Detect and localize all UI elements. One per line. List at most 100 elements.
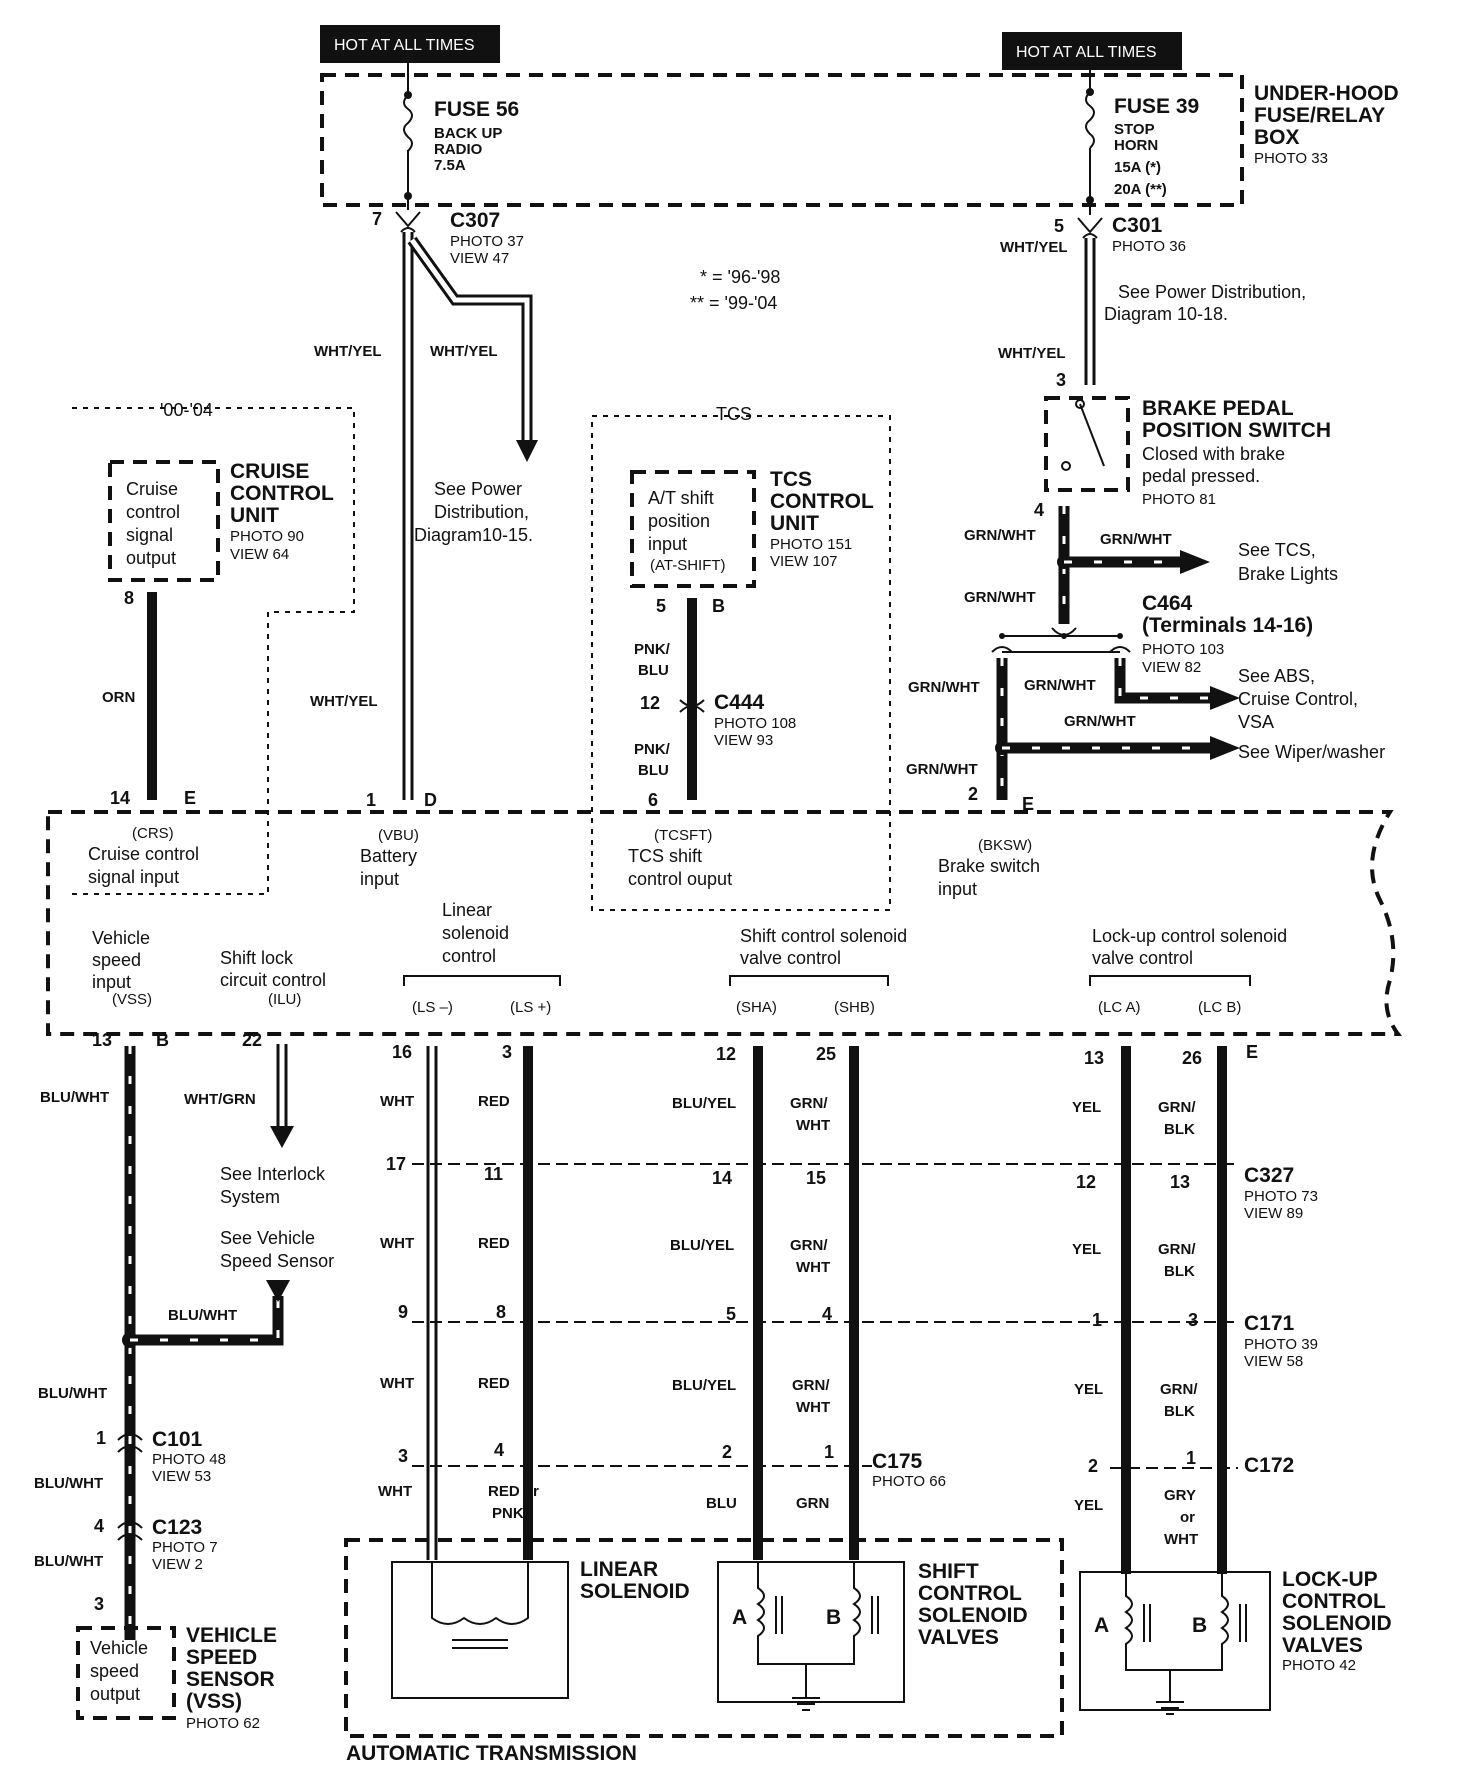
wl-by-1: BLU/YEL [672,1095,736,1112]
c175-pin-4: 4 [494,1440,504,1460]
c171-pin-4: 4 [822,1304,832,1324]
pcm-pin-e1: E [184,788,196,808]
pcm-crs: (CRS) [132,825,174,842]
wire-label-gw-3: GRN/WHT [964,589,1036,606]
wire-label-blu-2: BLU [638,762,669,779]
pcm-pin-b: B [156,1030,169,1050]
wire-label-wy-1: WHT/YEL [314,343,382,360]
c301-photo: PHOTO 36 [1112,238,1186,255]
wl-grnb-1: GRN/ [1158,1099,1196,1116]
pcm-lc1: Lock-up control solenoid [1092,926,1287,946]
fuse-39-l3: 15A (*) [1114,159,1161,176]
wl-grn-3: GRN/ [792,1377,830,1394]
underhood-l1: UNDER-HOOD [1254,82,1399,105]
see-abs-l2: Cruise Control, [1238,689,1358,709]
c171-view: VIEW 58 [1244,1353,1303,1370]
c101-photo: PHOTO 48 [152,1451,226,1468]
c444-view: VIEW 93 [714,732,773,749]
pcm-vbu2: input [360,869,399,889]
ccu-in4: output [126,548,176,568]
wire-label-wg: WHT/GRN [184,1091,256,1108]
c171-pin-5: 5 [726,1304,736,1324]
shiftsol-l4: VALVES [918,1626,999,1649]
hot-label-left-text: HOT AT ALL TIMES [334,37,475,54]
tcs-in1: A/T shift [648,488,714,508]
see-wiper: See Wiper/washer [1238,742,1385,762]
c171-pin-1: 1 [1092,1310,1102,1330]
lockup-l1: LOCK-UP [1282,1568,1378,1591]
shiftsol-l3: SOLENOID [918,1604,1028,1627]
see-tcs-l2: Brake Lights [1238,564,1338,584]
bpps-pin4: 4 [1034,500,1044,520]
lockup-b: B [1192,1614,1207,1637]
pcm-pin-3: 3 [502,1042,512,1062]
ccu-pin: 8 [124,588,134,608]
wire-label-pnk-2: PNK/ [634,741,671,758]
bpps-pin3: 3 [1056,370,1066,390]
pcm-pin-13: 13 [92,1030,112,1050]
at-label: AUTOMATIC TRANSMISSION [346,1742,637,1765]
pcm-pin-16: 16 [392,1042,412,1062]
shiftsol-l2: CONTROL [918,1582,1022,1605]
c464-view: VIEW 82 [1142,659,1201,676]
tcs-title-2: CONTROL [770,490,874,513]
vss-in1: Vehicle [90,1638,148,1658]
see-abs-l3: VSA [1238,712,1274,732]
wl-yel-4: YEL [1074,1497,1103,1514]
tcs-in3: input [648,534,687,554]
hot-label-left [320,25,500,63]
wire-label-pnk-1: PNK/ [634,641,671,658]
wl-wht-5: WHT [1164,1531,1198,1548]
pcm-vbu: (VBU) [378,827,419,844]
c175-pin-2: 2 [722,1442,732,1462]
c327-label: C327 [1244,1164,1294,1187]
pcm-bksw1: Brake switch [938,856,1040,876]
linsol-l1: LINEAR [580,1558,658,1581]
arrow-down-icon [516,440,538,462]
pcm-sh1: Shift control solenoid [740,926,907,946]
wl-blk-1: BLK [1164,1121,1195,1138]
underhood-l3: BOX [1254,126,1300,149]
vss-in3: output [90,1684,140,1704]
pcm-crs2: signal input [88,867,179,887]
wl-wht-3: WHT [380,1375,414,1392]
c327-pin-15: 15 [806,1168,826,1188]
c172-pin-2: 2 [1088,1456,1098,1476]
wl-by-2: BLU/YEL [670,1237,734,1254]
ccu-title-3: UNIT [230,504,279,527]
vss-photo: PHOTO 62 [186,1715,260,1732]
legend-96-98: * = '96-'98 [700,267,780,287]
pd1018-l1: See Power Distribution, [1118,282,1306,302]
c171-label: C171 [1244,1312,1295,1335]
bpps-desc-1: Closed with brake [1142,444,1285,464]
wl-wht-1: WHT [380,1093,414,1110]
c301-pin: 5 [1054,216,1064,236]
c327-pin-13: 13 [1170,1172,1190,1192]
shift-control-solenoid [717,1561,905,1703]
pcm-pin-6: 6 [648,790,658,810]
wl-wht-2: WHT [380,1235,414,1252]
pcm-sh2: valve control [740,948,841,968]
see-interlock-l2: System [220,1187,280,1207]
fuse-39-l4: 20A (**) [1114,181,1167,198]
legend-99-04: ** = '99-'04 [690,293,777,313]
pcm-ls2: solenoid [442,923,509,943]
automatic-transmission [344,1538,1064,1738]
c123-label: C123 [152,1516,202,1539]
pcm-vss3: input [92,972,131,992]
c464-label: C464 [1142,592,1193,615]
see-vss-l1: See Vehicle [220,1228,315,1248]
vss-title-2: SPEED [186,1646,257,1669]
pcm-pin-1: 1 [366,790,376,810]
fuse-56-label: FUSE 56 [434,98,519,121]
wire-label-wy-2: WHT/YEL [430,343,498,360]
wire-label-gw-5: GRN/WHT [908,679,980,696]
hot-label-right [1002,32,1182,70]
underhood-photo: PHOTO 33 [1254,150,1328,167]
wire-label-gw-4: GRN/WHT [1024,677,1096,694]
linsol-l2: SOLENOID [580,1580,690,1603]
lockup-a: A [1094,1614,1109,1637]
pd1518-l1: See Power [434,479,522,499]
wl-blu: BLU [706,1495,737,1512]
wire-label-bw-4: BLU/WHT [34,1475,103,1492]
